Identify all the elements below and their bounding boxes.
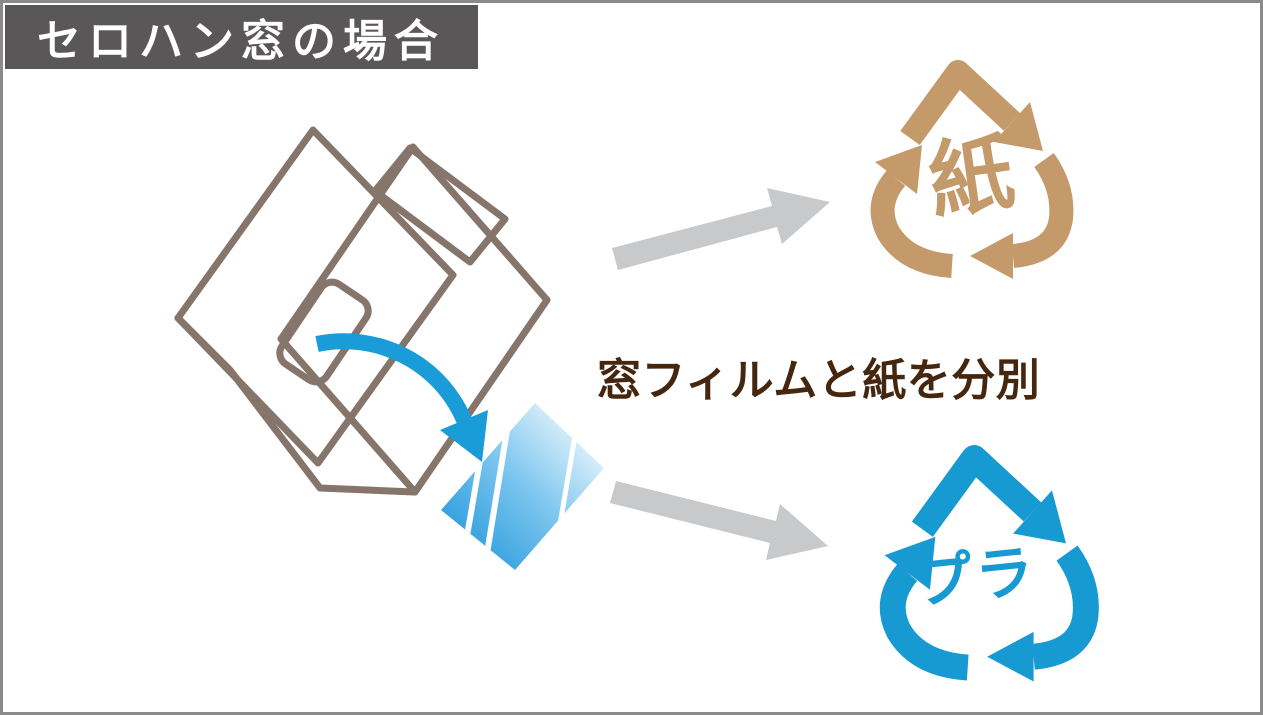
paper-mark-label: 紙: [923, 125, 1019, 230]
cellophane-film-icon: [441, 403, 604, 570]
page-title: セロハン窓の場合: [37, 17, 445, 66]
window-cutout: [276, 278, 372, 386]
arrow-to-plastic-mark: [610, 481, 828, 560]
plastic-recycle-mark-icon: プラ: [885, 458, 1086, 682]
peel-arrow-icon: [315, 333, 488, 462]
title-banner: セロハン窓の場合: [5, 5, 478, 69]
envelope-outline-sketch: [174, 126, 551, 496]
arrow-to-paper-mark: [612, 188, 830, 270]
plastic-mark-label: プラ: [912, 539, 1040, 616]
paper-recycle-mark-icon: 紙: [875, 72, 1061, 279]
separation-caption: 窓フィルムと紙を分別: [597, 356, 1041, 405]
